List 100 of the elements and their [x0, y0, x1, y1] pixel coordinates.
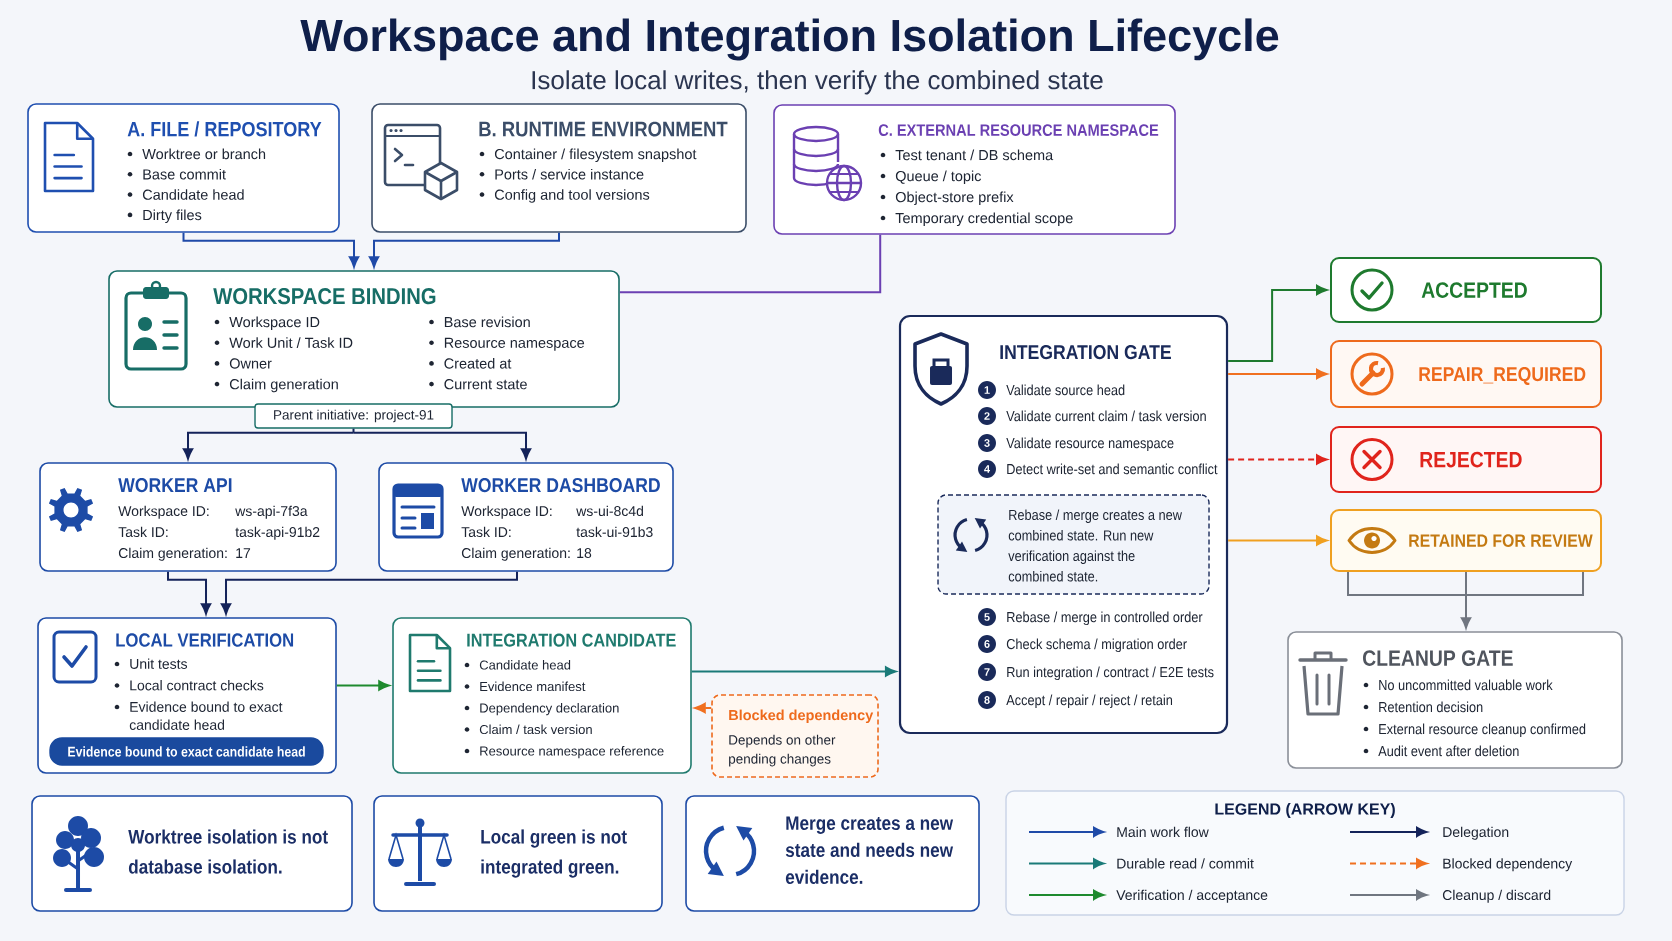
step-text: Validate source head [1006, 384, 1125, 396]
arrow [182, 231, 360, 268]
bullet-item: Current state [444, 379, 527, 390]
info-card [27, 103, 340, 233]
bullet-item: Owner [229, 358, 272, 369]
connector-line [352, 427, 355, 434]
bullet-item: Worktree or branch [142, 148, 266, 160]
fact-text: Local green is not integrated green. [481, 829, 627, 878]
step-text: Check schema / migration order [1006, 638, 1187, 653]
bullet-item: No uncommitted valuable work [1379, 679, 1553, 691]
bullet-item: Unit tests [130, 658, 188, 669]
bullet-item: Base commit [143, 168, 226, 180]
bullet-item: Claim / task version [479, 724, 592, 735]
arrow [352, 431, 532, 460]
step-number: 6 [978, 635, 996, 653]
legend-label: Delegation [1443, 826, 1509, 840]
subtitle: Isolate local writes, then verify the combined state [532, 70, 1103, 95]
badge: Evidence bound to exact candidate head [49, 737, 324, 766]
arrow [694, 702, 713, 714]
info-card [373, 795, 663, 912]
bullet-item: Candidate head [142, 189, 244, 200]
legend-label: Verification / acceptance [1116, 889, 1268, 903]
info-card [371, 103, 747, 233]
status-label: RETAINED FOR REVIEW [1409, 534, 1593, 547]
bullet-item: Created at [444, 358, 512, 369]
step-text: Validate current claim / task version [1006, 410, 1206, 422]
legend-label: Durable read / commit [1117, 858, 1254, 869]
bullet-item: Ports / service instance [495, 168, 644, 180]
title: Workspace and Integration Isolation Lifecycle [300, 18, 1279, 61]
status-box [1330, 340, 1602, 408]
field-value: 17 [236, 548, 251, 558]
status-label: ACCEPTED [1421, 282, 1527, 298]
bullet-item: Resource namespace reference [480, 746, 664, 759]
bullet-item: Object-store prefix [895, 191, 1014, 206]
bullet-item: Audit event after deletion [1378, 745, 1519, 757]
field-value: task-ui-91b3 [576, 526, 653, 538]
field-value: 18 [577, 548, 592, 559]
bullet-item: Queue / topic [895, 170, 982, 185]
card-heading: A. FILE / REPOSITORY [127, 121, 322, 137]
bullet-item: Retention decision [1379, 701, 1483, 713]
bullet-item: Test tenant / DB schema [895, 149, 1054, 161]
info-card [378, 462, 674, 572]
connector-line [618, 233, 882, 294]
field-value: task-api-91b2 [235, 526, 320, 540]
info-card [392, 617, 692, 774]
note-box [711, 694, 879, 778]
bullet-item: External resource cleanup confirmed [1379, 723, 1586, 738]
step-text: Rebase / merge in controlled order [1007, 611, 1203, 626]
arrow [220, 570, 518, 615]
bullet-item: Base revision [444, 316, 530, 328]
note-text: Depends on other pending changes [729, 734, 836, 767]
arrow [1460, 571, 1472, 629]
step-number: 4 [978, 460, 996, 478]
note-box [937, 494, 1210, 595]
legend-label: Cleanup / discard [1442, 889, 1551, 903]
fact-text: Merge creates a new state and needs new evidence. [785, 816, 954, 884]
info-card [685, 795, 980, 912]
arrow [1227, 454, 1328, 465]
info-card [31, 795, 353, 912]
bullet-item: Claim generation [229, 378, 338, 393]
field-label: Claim generation: [461, 547, 570, 561]
field-label: Task ID: [461, 526, 511, 538]
status-box [1330, 426, 1602, 493]
step-text: Run integration / contract / E2E tests [1007, 666, 1214, 681]
step-text: Accept / repair / reject / retain [1006, 694, 1172, 709]
field-label: Claim generation: [118, 547, 227, 561]
step-text: Detect write-set and semantic conflict [1007, 463, 1218, 475]
fact-text: Worktree isolation is not database isolation. [128, 829, 328, 874]
legend-label: Blocked dependency [1443, 858, 1573, 872]
bullet-item: Evidence manifest [480, 681, 586, 692]
arrow [690, 666, 897, 677]
bullet-item: Temporary credential scope [895, 212, 1073, 227]
note-text: Rebase / merge creates a new combined state. Run new verification against the combined state. [1008, 509, 1182, 582]
arrow [1227, 368, 1328, 380]
status-label: REJECTED [1420, 451, 1522, 468]
card-heading: INTEGRATION CANDIDATE [467, 633, 676, 647]
legend-title: LEGEND (ARROW KEY) [1215, 803, 1395, 818]
field-label: Task ID: [118, 526, 168, 538]
bullet-item: Local contract checks [130, 680, 264, 691]
field-value: ws-ui-8c4d [576, 505, 643, 517]
step-number: 7 [978, 663, 996, 681]
note-heading: Blocked dependency [729, 709, 874, 724]
step-number: 8 [978, 691, 996, 709]
step-number: 3 [978, 434, 996, 452]
card-heading: LOCAL VERIFICATION [116, 633, 294, 647]
info-card [1287, 631, 1623, 769]
arrow [182, 431, 355, 460]
card-heading: B. RUNTIME ENVIRONMENT [479, 121, 728, 137]
bullet-item: Candidate head [479, 660, 571, 670]
field-label: Workspace ID: [118, 505, 209, 519]
info-card [108, 270, 620, 408]
status-box [1330, 257, 1602, 323]
arrow [167, 570, 212, 615]
bullet-item: Dependency declaration [480, 703, 619, 716]
card-heading: CLEANUP GATE [1363, 650, 1513, 666]
bullet-item: Work Unit / Task ID [229, 337, 353, 348]
status-label: REPAIR_REQUIRED [1419, 367, 1586, 385]
bullet-item: Dirty files [143, 209, 202, 223]
arrow [1227, 284, 1328, 362]
card-heading: WORKER DASHBOARD [461, 478, 660, 493]
